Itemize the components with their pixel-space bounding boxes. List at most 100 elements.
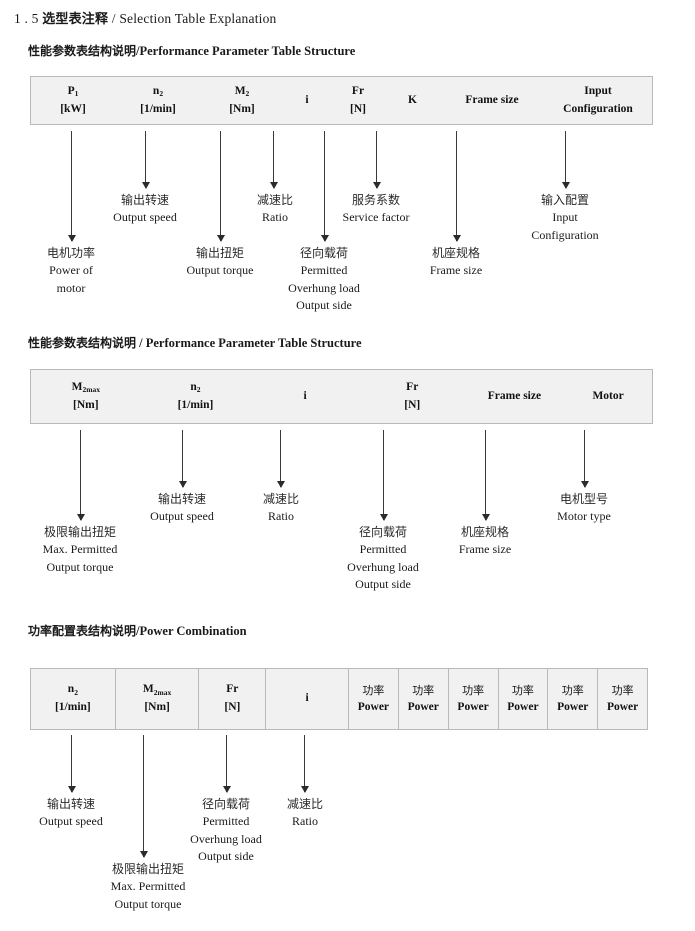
table3-col-power-5-en: Power: [557, 700, 589, 713]
note-output-torque-en-1: Output torque: [186, 263, 254, 278]
table1-col-i-symbol: i: [305, 93, 309, 106]
note-output-torque: 输出扭矩 Output torque: [187, 245, 254, 280]
table3-col-m2max-unit: [Nm]: [144, 701, 170, 713]
table3-col-power-6-cn: 功率: [611, 683, 634, 697]
note-max-permitted-output-torque: 极限输出扭矩 Max. Permitted Output torque: [43, 524, 118, 576]
table2-col-fr-unit: [N]: [404, 398, 421, 411]
table2-col-motor: Motor: [564, 370, 652, 423]
section-number: 1 . 5: [14, 11, 39, 26]
arrow-to-permitted-overhung-load-2: [379, 430, 388, 521]
table1-col-i: i: [283, 77, 331, 124]
note-output-speed-2: 输出转速 Output speed: [150, 491, 214, 526]
section-1-heading-en: Performance Parameter Table Structure: [139, 44, 356, 58]
note-permitted-overhung-load-en-1: Permitted: [300, 263, 348, 278]
note-output-speed-en-1: Output speed: [113, 210, 177, 225]
table1-col-input-configuration-unit: Configuration: [563, 102, 633, 115]
table1-col-k-symbol: K: [408, 93, 417, 106]
table1-col-input-configuration-symbol: Input: [584, 84, 612, 97]
section-2-heading-sep: /: [139, 336, 143, 350]
note-power-of-motor-cn: 电机功率: [46, 246, 96, 260]
table3-col-fr: Fr [N]: [198, 669, 265, 729]
note-ratio-3-cn: 减速比: [286, 797, 324, 811]
note-permitted-overhung-load-en-3: Output side: [296, 298, 352, 313]
note-output-speed-2-cn: 输出转速: [157, 492, 206, 506]
note-motor-type-cn: 电机型号: [559, 492, 609, 506]
arrow-to-permitted-overhung-load: [320, 131, 329, 242]
table1-col-m2: M2 [Nm]: [201, 77, 283, 124]
table3-col-power-6: 功率 Power: [597, 669, 647, 729]
note-max-permitted-output-torque-3-cn: 极限输出扭矩: [111, 862, 184, 876]
note-output-speed: 输出转速 Output speed: [113, 192, 177, 227]
note-ratio: 减速比 Ratio: [257, 192, 293, 227]
table2-col-motor-symbol: Motor: [592, 389, 624, 402]
arrow-to-ratio: [269, 131, 278, 189]
note-permitted-overhung-load-2: 径向载荷 Permitted Overhung load Output side: [347, 524, 419, 594]
table2-col-frame-size-symbol: Frame size: [487, 389, 542, 402]
arrow-to-permitted-overhung-load-3: [222, 735, 231, 793]
table2-col-fr: Fr [N]: [360, 370, 465, 423]
note-max-permitted-output-torque-en-1: Max. Permitted: [42, 542, 118, 557]
note-service-factor-en-1: Service factor: [342, 210, 410, 225]
table1-col-p1: P1 [kW]: [31, 77, 115, 124]
table3-col-power-4-en: Power: [507, 700, 539, 713]
table1-col-p1-sub: 1: [74, 89, 79, 99]
note-max-permitted-output-torque-3-en-2: Output torque: [114, 896, 182, 911]
table2-col-n2: n2 [1/min]: [141, 370, 251, 423]
table3-col-power-2-en: Power: [407, 700, 439, 713]
section-title-cn: 选型表注释: [42, 12, 109, 27]
table2-col-m2max-sub: 2max: [82, 385, 101, 395]
note-ratio-3: 减速比 Ratio: [287, 796, 323, 831]
note-motor-type-en-1: Motor type: [557, 509, 611, 524]
table1-col-k: K: [385, 77, 440, 124]
note-permitted-overhung-load-cn: 径向载荷: [299, 246, 348, 260]
arrow-to-frame-size-2: [481, 430, 490, 521]
note-ratio-2-en-1: Ratio: [267, 509, 294, 524]
note-permitted-overhung-load-3-en-2: Overhung load: [190, 831, 262, 846]
table3-col-i-symbol: i: [305, 692, 309, 705]
table2-col-m2max-unit: [Nm]: [73, 398, 99, 411]
table1-col-m2-symbol: M: [234, 84, 246, 97]
table3-col-power-1-cn: 功率: [362, 683, 385, 697]
note-max-permitted-output-torque-en-2: Output torque: [46, 559, 114, 574]
table3-col-power-2: 功率 Power: [397, 669, 448, 729]
arrow-to-output-speed-3: [67, 735, 76, 793]
arrow-to-ratio-2: [276, 430, 285, 488]
performance-parameter-table-2: M2max [Nm] n2 [1/min] i Fr [N] Frame siz…: [30, 369, 653, 424]
note-permitted-overhung-load-en-2: Overhung load: [288, 280, 360, 295]
table2-col-n2-sub: 2: [196, 385, 201, 395]
table3-col-power-4: 功率 Power: [497, 669, 548, 729]
section-3-heading-en: Power Combination: [139, 624, 247, 638]
table3-col-power-1-en: Power: [357, 700, 390, 713]
note-frame-size-cn: 机座规格: [431, 246, 480, 260]
note-max-permitted-output-torque-cn: 极限输出扭矩: [43, 525, 116, 539]
table3-col-power-2-cn: 功率: [412, 683, 435, 697]
note-ratio-en-1: Ratio: [261, 210, 288, 225]
note-output-speed-cn: 输出转速: [120, 193, 169, 207]
note-permitted-overhung-load-2-cn: 径向载荷: [358, 525, 407, 539]
section-title-en: Selection Table Explanation: [119, 11, 277, 26]
note-service-factor-cn: 服务系数: [351, 193, 400, 207]
note-permitted-overhung-load-2-en-1: Permitted: [359, 542, 407, 557]
table1-col-n2: n2 [1/min]: [115, 77, 201, 124]
table3-col-m2max: M2max [Nm]: [114, 669, 199, 729]
table2-col-n2-unit: [1/min]: [177, 398, 214, 411]
table3-col-m2max-sub: 2max: [153, 687, 172, 697]
note-permitted-overhung-load-3: 径向载荷 Permitted Overhung load Output side: [190, 796, 262, 866]
note-frame-size-2-cn: 机座规格: [460, 525, 509, 539]
table3-col-i: i: [265, 669, 348, 729]
note-output-speed-3-en-1: Output speed: [39, 814, 103, 829]
table2-col-i-symbol: i: [303, 389, 307, 402]
table1-col-n2-unit: [1/min]: [140, 102, 176, 115]
table1-col-input-configuration: Input Configuration: [544, 77, 652, 124]
page-title: 1 . 5 选型表注释 / Selection Table Explanatio…: [14, 8, 277, 27]
table1-col-p1-symbol: P: [67, 84, 75, 97]
table1-col-frame-size-symbol: Frame size: [465, 93, 519, 106]
table3-col-n2-sub: 2: [74, 687, 78, 697]
note-frame-size-2: 机座规格 Frame size: [459, 524, 511, 559]
note-frame-size-en-1: Frame size: [429, 263, 483, 278]
table1-col-fr-unit: [N]: [350, 102, 366, 115]
note-permitted-overhung-load-3-en-1: Permitted: [202, 814, 250, 829]
note-max-permitted-output-torque-3-en-1: Max. Permitted: [110, 879, 186, 894]
table3-col-n2-unit: [1/min]: [54, 701, 91, 713]
